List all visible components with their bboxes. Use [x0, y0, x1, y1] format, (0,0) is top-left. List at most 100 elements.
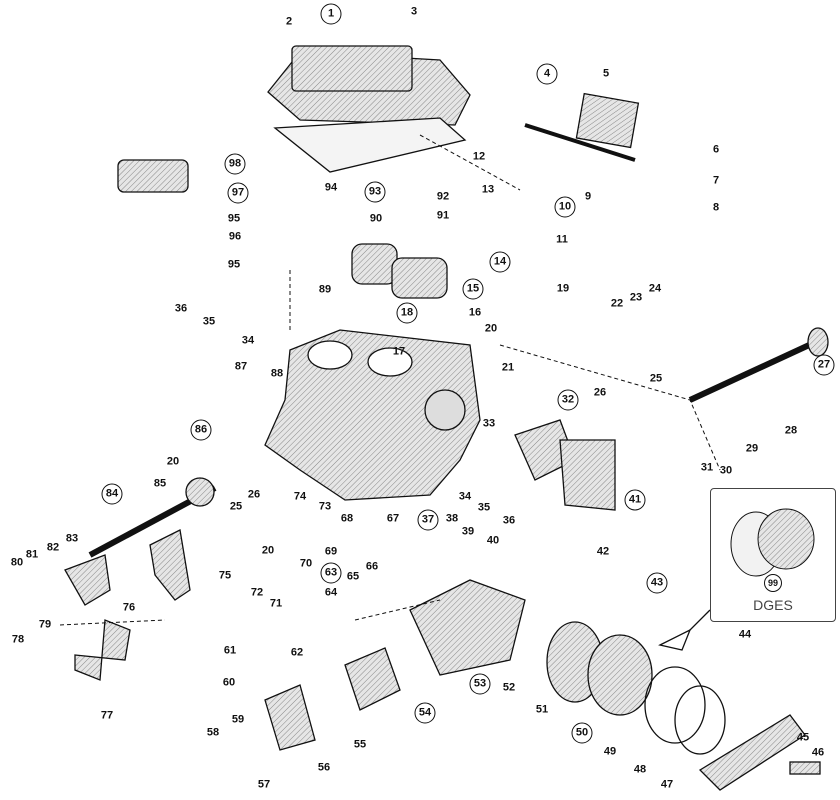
callout-20: 20	[261, 544, 275, 557]
sector-83	[64, 554, 111, 606]
pump-housing-53	[409, 579, 526, 676]
callout-95: 95	[227, 212, 241, 225]
bolt-46	[789, 761, 821, 775]
callout-6: 6	[712, 143, 720, 156]
callout-87: 87	[234, 360, 248, 373]
callout-57: 57	[257, 778, 271, 791]
callout-65: 65	[346, 570, 360, 583]
callout-51: 51	[535, 703, 549, 716]
callout-50: 50	[571, 722, 593, 744]
callout-20: 20	[484, 322, 498, 335]
callout-10: 10	[554, 196, 576, 218]
gasket-49	[644, 666, 706, 744]
callout-38: 38	[445, 512, 459, 525]
callout-5: 5	[602, 67, 610, 80]
carburetor-main-body	[264, 329, 481, 501]
callout-75: 75	[218, 569, 232, 582]
choke-lever-plate	[575, 92, 640, 149]
callout-31: 31	[700, 461, 714, 474]
callout-12: 12	[472, 150, 486, 163]
callout-13: 13	[481, 183, 495, 196]
callout-40: 40	[486, 534, 500, 547]
callout-98: 98	[224, 153, 246, 175]
callout-69: 69	[324, 545, 338, 558]
callout-35: 35	[477, 501, 491, 514]
callout-36: 36	[174, 302, 188, 315]
callout-76: 76	[122, 601, 136, 614]
callout-80: 80	[10, 556, 24, 569]
callout-14: 14	[489, 251, 511, 273]
callout-21: 21	[501, 361, 515, 374]
callout-49: 49	[603, 745, 617, 758]
callout-91: 91	[436, 209, 450, 222]
callout-8: 8	[712, 201, 720, 214]
callout-4: 4	[536, 63, 558, 85]
callout-24: 24	[648, 282, 662, 295]
float-right	[391, 257, 448, 299]
callout-42: 42	[596, 545, 610, 558]
callout-41: 41	[624, 489, 646, 511]
lever-75	[149, 529, 191, 601]
callout-29: 29	[745, 442, 759, 455]
pump-41	[559, 439, 616, 511]
callout-53: 53	[469, 673, 491, 695]
callout-15: 15	[462, 278, 484, 300]
bracket-77	[74, 619, 131, 681]
callout-84: 84	[101, 483, 123, 505]
callout-34: 34	[458, 490, 472, 503]
callout-96: 96	[228, 230, 242, 243]
callout-55: 55	[353, 738, 367, 751]
diaphragm-54	[344, 647, 401, 711]
callout-11: 11	[556, 233, 568, 246]
callout-37: 37	[417, 509, 439, 531]
callout-61: 61	[223, 644, 237, 657]
dges-inset: 99 DGES	[710, 488, 836, 622]
callout-7: 7	[712, 174, 720, 187]
callout-2: 2	[285, 15, 293, 28]
callout-97: 97	[227, 182, 249, 204]
callout-18: 18	[396, 302, 418, 324]
callout-17: 17	[392, 345, 406, 358]
callout-85: 85	[153, 477, 167, 490]
top-cover-box	[291, 45, 413, 92]
callout-63: 63	[320, 562, 342, 584]
callout-71: 71	[269, 597, 283, 610]
dges-part-drawing	[730, 508, 815, 577]
rotor-50	[587, 634, 653, 716]
callout-70: 70	[299, 557, 313, 570]
callout-27: 27	[813, 354, 835, 376]
callout-48: 48	[633, 763, 647, 776]
callout-44: 44	[738, 628, 752, 641]
callout-62: 62	[290, 646, 304, 659]
callout-25: 25	[649, 372, 663, 385]
oring-48	[674, 685, 726, 755]
callout-64: 64	[324, 586, 338, 599]
callout-77: 77	[100, 709, 114, 722]
callout-74: 74	[293, 490, 307, 503]
callout-90: 90	[369, 212, 383, 225]
callout-79: 79	[38, 618, 52, 631]
callout-36: 36	[502, 514, 516, 527]
callout-30: 30	[719, 464, 733, 477]
callout-83: 83	[65, 532, 79, 545]
callout-66: 66	[365, 560, 379, 573]
callout-78: 78	[11, 633, 25, 646]
callout-99: 99	[764, 574, 782, 592]
callout-89: 89	[318, 283, 332, 296]
dashed-assembly-lines	[59, 134, 721, 626]
top-gasket	[273, 117, 467, 173]
callout-73: 73	[318, 500, 332, 513]
callout-9: 9	[584, 190, 592, 203]
callout-43: 43	[646, 572, 668, 594]
callout-39: 39	[461, 525, 475, 538]
callout-93: 93	[364, 181, 386, 203]
callout-68: 68	[340, 512, 354, 525]
callout-82: 82	[46, 541, 60, 554]
callout-86: 86	[190, 419, 212, 441]
callout-54: 54	[414, 702, 436, 724]
float-left	[351, 243, 398, 285]
inset-label: DGES	[753, 597, 793, 613]
housing-47	[698, 714, 806, 791]
